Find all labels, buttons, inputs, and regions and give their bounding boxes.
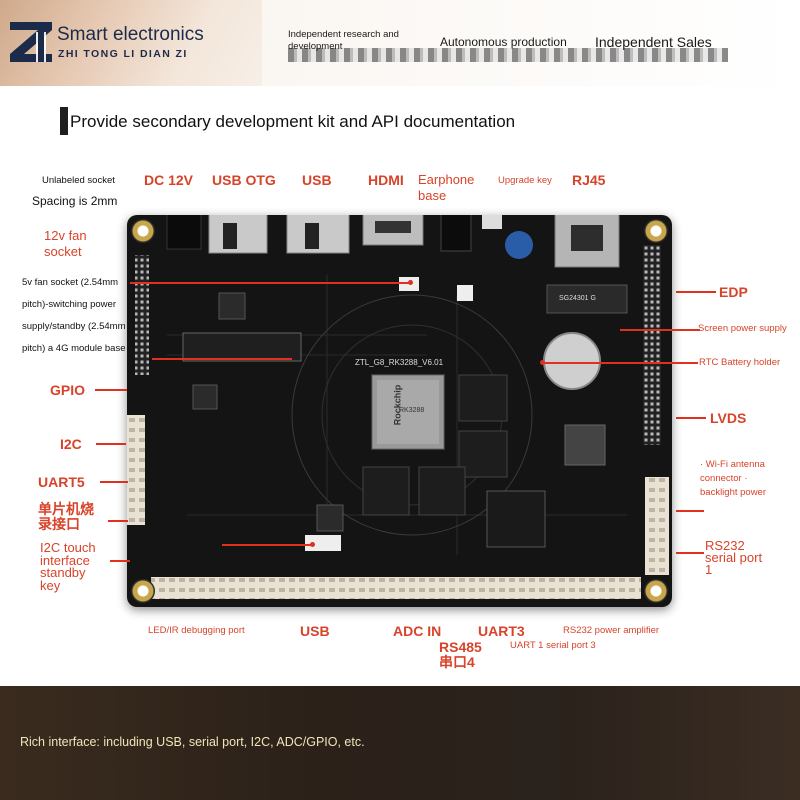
label-i2c-touch: I2C touch interface standby key bbox=[40, 540, 96, 593]
leader-line bbox=[222, 544, 312, 546]
leader-line bbox=[676, 552, 704, 554]
tagline-sales: Independent Sales bbox=[595, 34, 712, 50]
footer-banner: Rich interface: including USB, serial po… bbox=[0, 686, 800, 800]
label-rtc-battery: RTC Battery holder bbox=[699, 357, 781, 368]
mounting-hole bbox=[131, 219, 155, 243]
leader-line bbox=[130, 282, 410, 284]
label-mcu-burn: 单片机烧录接口 bbox=[38, 501, 94, 532]
leader-line bbox=[542, 362, 698, 364]
label-wifi-backlight: · Wi-Fi antenna connector · backlight po… bbox=[700, 459, 767, 498]
leader-dot bbox=[408, 280, 413, 285]
board-drawing bbox=[127, 215, 669, 599]
label-i2c: I2C bbox=[60, 436, 82, 452]
label-rs232-serial: RS232 serial port 1 bbox=[705, 538, 763, 577]
header-banner: Smart electronics ZHI TONG LI DIAN ZI In… bbox=[0, 0, 800, 86]
label-unlabeled-socket: Unlabeled socket bbox=[42, 175, 115, 186]
logo-subtitle: ZHI TONG LI DIAN ZI bbox=[58, 48, 188, 60]
label-lvds: LVDS bbox=[710, 410, 747, 426]
leader-dot bbox=[540, 360, 545, 365]
leader-line bbox=[676, 291, 716, 293]
mounting-hole bbox=[644, 579, 668, 603]
zt-logo-icon bbox=[10, 22, 52, 62]
label-earphone: Earphone base bbox=[418, 172, 475, 203]
label-rs485: RS485 串口4 bbox=[439, 639, 482, 670]
label-upgrade-key: Upgrade key bbox=[498, 175, 552, 186]
tagline-production: Autonomous production bbox=[440, 35, 567, 49]
leader-line bbox=[110, 560, 130, 562]
footer-text: Rich interface: including USB, serial po… bbox=[20, 735, 365, 749]
label-dc12v: DC 12V bbox=[144, 172, 194, 188]
board-model-text: ZTL_G8_RK3288_V6.01 bbox=[355, 358, 444, 367]
label-hdmi: HDMI bbox=[368, 172, 404, 188]
logo-title: Smart electronics bbox=[57, 24, 204, 45]
label-usb-otg: USB OTG bbox=[212, 172, 276, 188]
leader-line bbox=[152, 358, 292, 360]
label-adc-in: ADC IN bbox=[393, 623, 442, 639]
leader-line bbox=[676, 417, 706, 419]
label-spacing: Spacing is 2mm bbox=[32, 194, 118, 208]
label-led-ir: LED/IR debugging port bbox=[148, 625, 245, 636]
leader-line bbox=[676, 510, 704, 512]
label-edp: EDP bbox=[719, 284, 748, 300]
label-rj45: RJ45 bbox=[572, 172, 606, 188]
soc-brand-text: Rockchip bbox=[392, 384, 403, 426]
label-screen-power: Screen power supply bbox=[698, 323, 787, 334]
label-12v-fan: 12v fan socket bbox=[44, 228, 87, 259]
leader-dot bbox=[310, 542, 315, 547]
mounting-hole bbox=[644, 219, 668, 243]
tagline-underline bbox=[288, 48, 728, 62]
leader-line bbox=[100, 481, 128, 483]
label-uart5: UART5 bbox=[38, 474, 85, 490]
chip-sg-text: SG24301 G bbox=[559, 295, 596, 302]
mounting-hole bbox=[131, 579, 155, 603]
subtitle-marker bbox=[60, 107, 68, 135]
leader-line bbox=[620, 329, 700, 331]
leader-line bbox=[95, 389, 127, 391]
label-rs232-amp: RS232 power amplifier bbox=[563, 625, 660, 636]
circuit-board: ZTL_G8_RK3288_V6.01 Rockchip RK3288 SG24… bbox=[127, 215, 672, 607]
label-5v-fan: 5v fan socket (2.54mm pitch)-switching p… bbox=[22, 277, 126, 354]
logo-area: Smart electronics ZHI TONG LI DIAN ZI bbox=[0, 0, 262, 86]
label-gpio: GPIO bbox=[50, 382, 86, 398]
label-usb-top: USB bbox=[302, 172, 332, 188]
tagline-research: Independent research and development bbox=[288, 29, 399, 52]
soc-model-text: RK3288 bbox=[399, 407, 425, 414]
leader-line bbox=[108, 520, 128, 522]
leader-line bbox=[96, 443, 126, 445]
label-uart3: UART3 bbox=[478, 623, 525, 639]
page-subtitle: Provide secondary development kit and AP… bbox=[70, 112, 516, 131]
label-uart1: UART 1 serial port 3 bbox=[510, 640, 596, 651]
label-usb-bottom: USB bbox=[300, 623, 330, 639]
